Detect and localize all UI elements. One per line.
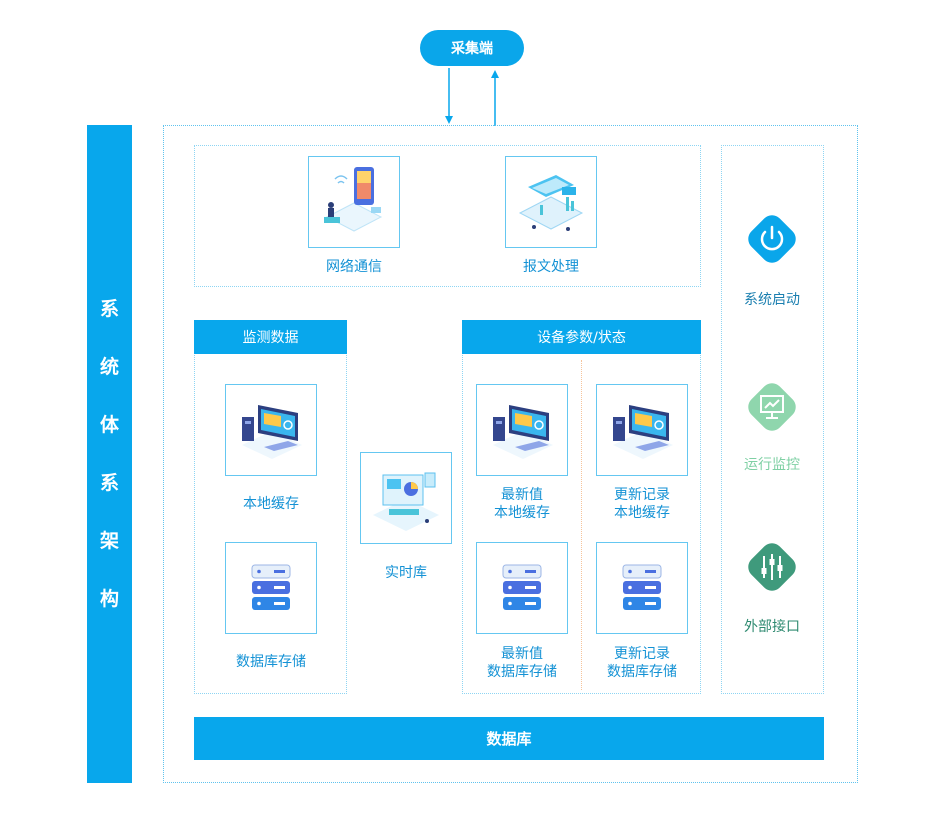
update-cache-line2: 本地缓存 <box>614 505 670 521</box>
message-illustration <box>505 156 597 248</box>
latest-cache-line2: 本地缓存 <box>494 505 550 521</box>
collector-node: 采集端 <box>420 30 524 66</box>
latest-cache-line1: 最新值 <box>501 487 543 503</box>
realtime-db-label: 实时库 <box>385 565 427 581</box>
power-icon <box>748 215 796 263</box>
sidebar-char: 构 <box>99 588 119 610</box>
device-params-title: 设备参数/状态 <box>537 330 626 346</box>
latest-db-line1: 最新值 <box>501 646 543 662</box>
server-icon <box>476 542 568 634</box>
arrow-up-icon <box>491 70 499 78</box>
system-start-label: 系统启动 <box>744 292 800 308</box>
collector-label: 采集端 <box>451 41 493 57</box>
update-db-line2: 数据库存储 <box>607 664 677 680</box>
sidebar-char: 系 <box>99 298 119 320</box>
latest-db-line2: 数据库存储 <box>487 664 557 680</box>
computer-icon <box>225 384 317 476</box>
local-cache-label: 本地缓存 <box>243 496 299 512</box>
network-illustration <box>308 156 400 248</box>
update-cache-line1: 更新记录 <box>614 487 670 503</box>
database-label: 数据库 <box>486 730 532 748</box>
run-monitor-label: 运行监控 <box>744 457 800 473</box>
message-label: 报文处理 <box>523 259 579 275</box>
update-db-line1: 更新记录 <box>614 646 670 662</box>
monitor-data-header: 监测数据 <box>194 320 347 354</box>
server-icon <box>596 542 688 634</box>
arrow-down-icon <box>445 116 453 124</box>
system-frame <box>163 125 858 783</box>
sidebar-char: 架 <box>99 530 119 552</box>
realtime-db-illustration <box>360 452 452 544</box>
system-architecture-title: 系 统 体 系 架 构 <box>87 125 132 783</box>
latest-cache-label: 最新值 本地缓存 <box>462 486 582 522</box>
db-storage-label: 数据库存储 <box>236 654 306 670</box>
column-divider <box>581 360 582 690</box>
update-cache-label: 更新记录 本地缓存 <box>582 486 702 522</box>
network-label: 网络通信 <box>326 259 382 275</box>
database-bar: 数据库 <box>194 717 824 760</box>
server-icon <box>225 542 317 634</box>
sidebar-char: 体 <box>99 414 119 436</box>
monitor-icon <box>748 383 796 431</box>
sidebar-char: 统 <box>99 356 119 378</box>
communication-group <box>194 145 701 287</box>
sidebar-char: 系 <box>99 472 119 494</box>
external-interface-label: 外部接口 <box>744 619 800 635</box>
collector-arrows <box>445 68 499 126</box>
device-params-header: 设备参数/状态 <box>462 320 701 354</box>
monitor-data-title: 监测数据 <box>242 330 299 346</box>
computer-icon <box>596 384 688 476</box>
update-db-label: 更新记录 数据库存储 <box>582 645 702 681</box>
sliders-icon <box>748 543 796 591</box>
control-group <box>721 145 824 694</box>
computer-icon <box>476 384 568 476</box>
latest-db-label: 最新值 数据库存储 <box>462 645 582 681</box>
